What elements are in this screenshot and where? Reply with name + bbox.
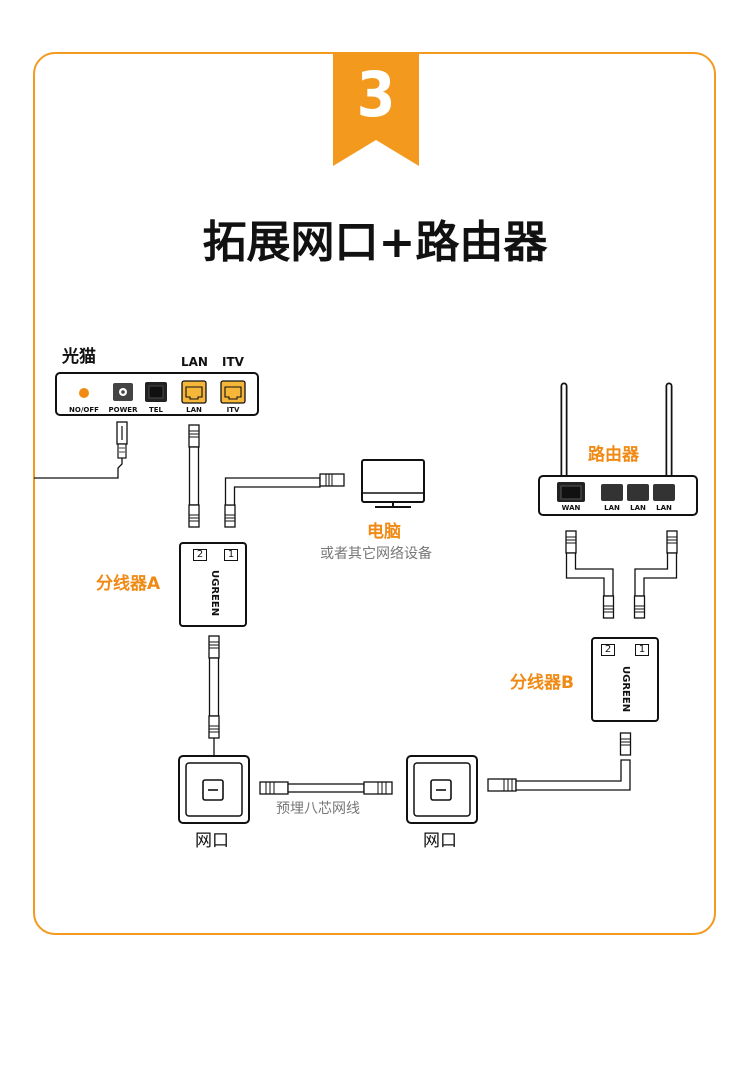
cable-label: 预埋八芯网线: [276, 801, 360, 817]
port-label-no-off: NO/OFF: [69, 406, 99, 414]
lan-port-icon: [601, 484, 623, 501]
computer-sublabel: 或者其它网络设备: [320, 546, 432, 562]
cable-splitter-to-computer: [224, 473, 345, 528]
cable-socket-right-to-splitter-b: [487, 732, 632, 792]
step-number: 3: [356, 58, 396, 131]
wall-socket-left-icon: [178, 755, 250, 824]
port-label-itv: ITV: [226, 406, 240, 414]
port-label-power: POWER: [108, 406, 138, 414]
wall-socket-right-icon: [406, 755, 478, 824]
splitter-a-port-1: 1: [224, 549, 238, 561]
step-badge: [333, 52, 419, 166]
lan-port-icon: [627, 484, 649, 501]
router-port-wan: WAN: [561, 504, 581, 512]
router-port-lan-1: LAN: [604, 504, 620, 512]
router-port-lan-3: LAN: [656, 504, 672, 512]
splitter-a-port-2: 2: [193, 549, 207, 561]
computer-monitor-icon: [361, 459, 425, 508]
splitter-b-port-1: 1: [635, 644, 649, 656]
cable-router-to-splitter-b: [565, 530, 678, 619]
port-label-tel: TEL: [148, 406, 164, 414]
router: [538, 382, 698, 516]
splitter-b-label: 分线器B: [510, 673, 574, 693]
splitter-b-port-2: 2: [601, 644, 615, 656]
page-title: 拓展网口+路由器: [202, 217, 548, 268]
cable-splitter-a-to-socket-left: [208, 635, 220, 755]
splitter-a-label: 分线器A: [96, 574, 161, 594]
buried-ethernet-cable: [259, 781, 393, 795]
modem-label: 光猫: [62, 347, 96, 367]
splitter-a-box: [179, 542, 247, 627]
splitter-a-brand: UGREEN: [209, 570, 220, 617]
wall-socket-right-label: 网口: [423, 831, 457, 851]
splitter-b-box: [591, 637, 659, 722]
lan-port-icon: [653, 484, 675, 501]
optical-modem: [55, 372, 259, 416]
wall-socket-left-label: 网口: [195, 831, 229, 851]
power-cable: [34, 421, 128, 479]
power-led-icon: [79, 388, 89, 398]
computer-label: 电脑: [367, 522, 401, 542]
router-label: 路由器: [588, 445, 639, 465]
modem-lan-label: LAN: [181, 355, 208, 369]
cable-modem-to-splitter: [188, 424, 200, 528]
port-label-lan: LAN: [186, 406, 202, 414]
modem-itv-label: ITV: [222, 355, 244, 369]
splitter-b-brand: UGREEN: [620, 666, 631, 713]
router-port-lan-2: LAN: [630, 504, 646, 512]
